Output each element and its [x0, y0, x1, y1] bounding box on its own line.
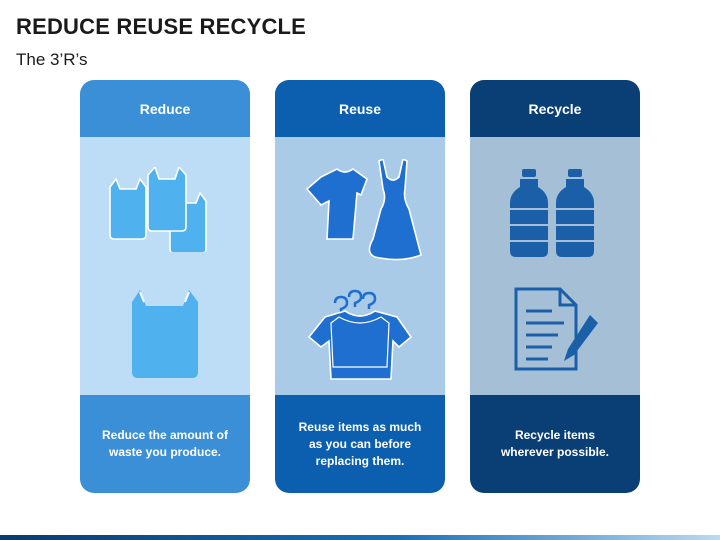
bottom-accent-bar: [0, 535, 720, 540]
reuse-card: Reuse Reuse items as much as you can bef…: [275, 80, 445, 493]
plastic-bags-icon: [109, 167, 207, 252]
recycle-card-body: [470, 137, 640, 395]
reduce-card: Reduce Reduce the amount of waste you pr…: [80, 80, 250, 493]
clothes-icon: [305, 159, 422, 261]
reuse-card-description: Reuse items as much as you can before re…: [275, 395, 445, 493]
reuse-card-body: [275, 137, 445, 395]
reduce-card-description: Reduce the amount of waste you produce.: [80, 395, 250, 493]
reduce-card-header: Reduce: [80, 80, 250, 137]
page-title: REDUCE REUSE RECYCLE: [16, 14, 307, 39]
reduce-card-body: [80, 137, 250, 395]
page-subtitle: The 3’R’s: [16, 50, 88, 69]
reuse-card-header: Reuse: [275, 80, 445, 137]
clothes-hanger-icon: [307, 289, 413, 380]
plastic-bag-icon: [132, 290, 198, 378]
plastic-bottles-icon: [510, 169, 594, 257]
recycle-card-description: Recycle items wherever possible.: [470, 395, 640, 493]
paper-document-icon: [514, 287, 598, 371]
recycle-card-header: Recycle: [470, 80, 640, 137]
recycle-card: Recycle Recycle items wherever possible.: [470, 80, 640, 493]
